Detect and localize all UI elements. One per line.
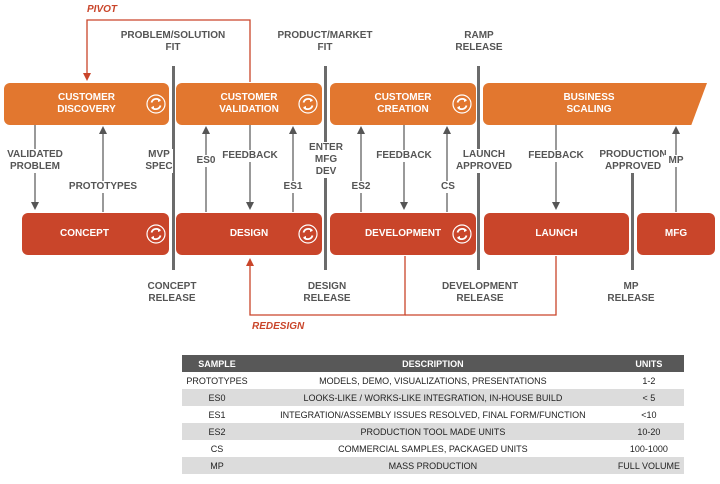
table-header-row: SAMPLE DESCRIPTION UNITS	[182, 355, 684, 372]
label-es1: ES1	[280, 181, 306, 193]
gate-bar-problem-solution	[172, 66, 175, 270]
sample-description-table: SAMPLE DESCRIPTION UNITS PROTOTYPES MODE…	[182, 355, 684, 474]
cycle-icon	[146, 94, 166, 114]
label-production-approved: PRODUCTION APPROVED	[595, 149, 671, 173]
label-feedback-3: FEEDBACK	[526, 150, 586, 162]
cycle-icon	[298, 94, 318, 114]
label-feedback-2: FEEDBACK	[374, 150, 434, 162]
table-cell: ES2	[182, 423, 252, 440]
label-enter-mfg-dev: ENTER MFG DEV	[308, 142, 344, 178]
table-cell: MASS PRODUCTION	[252, 457, 614, 474]
table-cell: PROTOTYPES	[182, 372, 252, 389]
box-label: MFG	[664, 228, 688, 239]
label-mvp-spec: MVP SPEC	[145, 149, 173, 173]
table-row: CS COMMERCIAL SAMPLES, PACKAGED UNITS 10…	[182, 440, 684, 457]
table-cell: < 5	[613, 389, 684, 406]
label-mp: MP	[664, 155, 688, 167]
design-box: DESIGN	[176, 213, 322, 255]
table-cell: PRODUCTION TOOL MADE UNITS	[252, 423, 614, 440]
label-validated-problem: VALIDATED PROBLEM	[2, 149, 68, 173]
column-header: UNITS	[613, 355, 684, 372]
table-row: ES0 LOOKS-LIKE / WORKS-LIKE INTEGRATION,…	[182, 389, 684, 406]
table-cell: FULL VOLUME	[613, 457, 684, 474]
label-feedback-1: FEEDBACK	[220, 150, 280, 162]
box-label: CONCEPT	[60, 228, 109, 239]
cycle-icon	[146, 224, 166, 244]
box-label: DESIGN	[229, 228, 269, 239]
redesign-loop-arrow	[246, 256, 406, 316]
cycle-icon	[452, 94, 472, 114]
label-es2: ES2	[348, 181, 374, 193]
table-cell: COMMERCIAL SAMPLES, PACKAGED UNITS	[252, 440, 614, 457]
column-header: DESCRIPTION	[252, 355, 614, 372]
pivot-loop-arrow	[83, 19, 251, 82]
table-cell: <10	[613, 406, 684, 423]
mfg-box: MFG	[637, 213, 715, 255]
table-cell: MP	[182, 457, 252, 474]
table-cell: ES1	[182, 406, 252, 423]
table-cell: 10-20	[613, 423, 684, 440]
table-cell: LOOKS-LIKE / WORKS-LIKE INTEGRATION, IN-…	[252, 389, 614, 406]
table-cell: 1-2	[613, 372, 684, 389]
column-header: SAMPLE	[182, 355, 252, 372]
label-launch-approved: LAUNCH APPROVED	[449, 149, 519, 173]
pivot-label: PIVOT	[87, 4, 118, 15]
table-cell: MODELS, DEMO, VISUALIZATIONS, PRESENTATI…	[252, 372, 614, 389]
table-row: MP MASS PRODUCTION FULL VOLUME	[182, 457, 684, 474]
cycle-icon	[298, 224, 318, 244]
table-row: ES1 INTEGRATION/ASSEMBLY ISSUES RESOLVED…	[182, 406, 684, 423]
gate-bar-mp	[631, 150, 634, 270]
table-row: PROTOTYPES MODELS, DEMO, VISUALIZATIONS,…	[182, 372, 684, 389]
table-cell: CS	[182, 440, 252, 457]
table-cell: ES0	[182, 389, 252, 406]
table-cell: 100-1000	[613, 440, 684, 457]
box-label: LAUNCH	[535, 228, 578, 239]
box-label: DEVELOPMENT	[364, 228, 442, 239]
redesign-loop-arrow-2	[405, 256, 557, 316]
table-row: ES2 PRODUCTION TOOL MADE UNITS 10-20	[182, 423, 684, 440]
development-box: DEVELOPMENT	[330, 213, 476, 255]
launch-box: LAUNCH	[484, 213, 629, 255]
cycle-icon	[452, 224, 472, 244]
redesign-label: REDESIGN	[252, 321, 305, 332]
label-es0: ES0	[193, 155, 219, 167]
label-cs: CS	[437, 181, 459, 193]
label-prototypes: PROTOTYPES	[64, 181, 142, 193]
table-cell: INTEGRATION/ASSEMBLY ISSUES RESOLVED, FI…	[252, 406, 614, 423]
concept-box: CONCEPT	[22, 213, 169, 255]
